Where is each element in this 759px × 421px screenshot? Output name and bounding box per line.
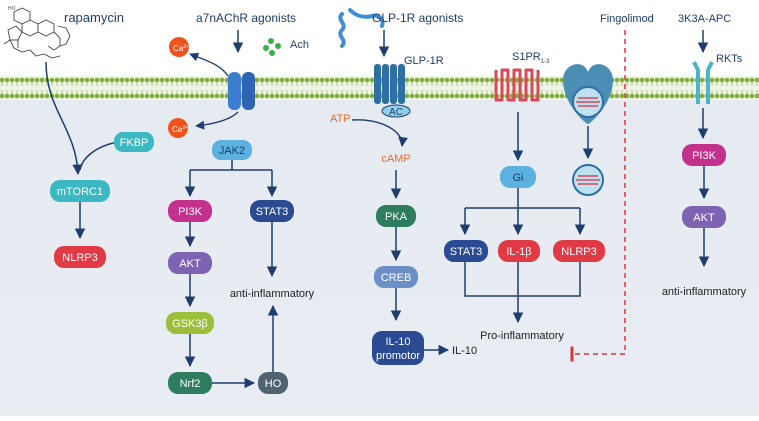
rapamycin-structure xyxy=(3,7,71,59)
cytokine-merge xyxy=(464,262,581,297)
ca-ion-bottom xyxy=(168,118,188,138)
ho-label: HO xyxy=(265,378,282,390)
akt-left-label: AKT xyxy=(179,258,201,270)
ac-label: AC xyxy=(389,107,403,118)
anti-inflammatory-left: anti-inflammatory xyxy=(230,288,315,300)
glp1r-receptor xyxy=(374,64,411,118)
stat3-left-label: STAT3 xyxy=(256,206,289,218)
ho-node xyxy=(258,372,288,394)
pka-node xyxy=(376,205,416,227)
jak2-node xyxy=(212,140,252,160)
internalized-vesicle-icon xyxy=(572,164,604,196)
nrf2-label: Nrf2 xyxy=(180,378,201,390)
stat3-left-node xyxy=(250,200,294,222)
il1b-node xyxy=(498,240,540,262)
pi3k-right-node xyxy=(682,144,726,166)
mtorc1-label: mTORC1 xyxy=(57,186,103,198)
fingolimod-inhibition xyxy=(570,30,626,362)
nlrp3-mid-node xyxy=(553,240,605,262)
pka-label: PKA xyxy=(385,211,408,223)
arrow-ca-in xyxy=(189,52,229,77)
il10-promotor-node xyxy=(372,331,424,365)
gsk3b-node xyxy=(166,312,214,334)
jak2-label: JAK2 xyxy=(219,145,245,157)
ach-molecules xyxy=(263,38,281,56)
s1pr-receptor xyxy=(494,68,540,102)
cytoplasm xyxy=(0,100,759,416)
atp-label: ATP xyxy=(330,113,351,125)
pro-inflammatory-label: Pro-inflammatory xyxy=(480,330,564,342)
mtorc1-node xyxy=(50,180,110,202)
il10-promotor-line1: IL-10 xyxy=(385,336,410,348)
arrow-ca-out xyxy=(195,111,239,130)
rapamycin-label: rapamycin xyxy=(64,10,124,25)
creb-node xyxy=(374,266,418,288)
arrow-rapamycin-mtorc1 xyxy=(45,61,83,176)
akt-left-node xyxy=(168,252,212,274)
rkts-label: RKTs xyxy=(716,53,743,65)
fingolimod-label: Fingolimod xyxy=(600,13,654,25)
nrf2-node xyxy=(168,372,212,394)
il10-output-label: IL-10 xyxy=(452,345,477,357)
il1b-label: IL-1β xyxy=(506,246,531,258)
gi-label: Gi xyxy=(513,172,524,184)
gsk3b-label: GSK3β xyxy=(172,318,208,330)
glp1r-label: GLP-1R xyxy=(404,55,444,67)
ca-bottom-label: Ca2+ xyxy=(172,125,188,134)
a7nachr-receptor xyxy=(228,72,255,110)
svg-text:HO: HO xyxy=(8,6,16,12)
pi3k-left-label: PI3K xyxy=(178,206,203,218)
rkts-receptor xyxy=(692,61,714,104)
nlrp3-left-node xyxy=(54,246,106,268)
il10-promotor-line2: promotor xyxy=(376,350,420,362)
ca-ion-top xyxy=(169,37,189,57)
creb-label: CREB xyxy=(381,272,412,284)
pi3k-right-label: PI3K xyxy=(692,150,717,162)
glp1-peptide-icon xyxy=(338,8,385,48)
extracellular-space xyxy=(0,0,759,76)
ca-top-label: Ca2+ xyxy=(173,44,189,53)
stat3-mid-label: STAT3 xyxy=(450,246,483,258)
gi-branch xyxy=(465,188,580,209)
endocytic-vesicle-icon xyxy=(563,64,613,124)
apc3k3a-label: 3K3A-APC xyxy=(678,13,731,25)
arrow-atp-camp xyxy=(351,119,408,147)
pi3k-left-node xyxy=(168,200,212,222)
fkbp-label: FKBP xyxy=(120,137,149,149)
s1pr-label: S1PR1-3 xyxy=(512,51,550,65)
stat3-mid-node xyxy=(444,240,488,262)
fkbp-node xyxy=(114,132,154,152)
anti-inflammatory-right: anti-inflammatory xyxy=(662,286,747,298)
ach-label: Ach xyxy=(290,39,309,51)
jak2-branch xyxy=(190,160,272,171)
akt-right-node xyxy=(682,206,726,228)
line-fkbp-mtorc1 xyxy=(79,141,119,171)
glp1r-agonists-label: GLP-1R agonists xyxy=(372,11,463,25)
a7nachr-label: a7nAChR agonists xyxy=(196,11,296,25)
gi-node xyxy=(500,166,536,188)
camp-label: cAMP xyxy=(381,153,410,165)
nlrp3-mid-label: NLRP3 xyxy=(561,246,596,258)
akt-right-label: AKT xyxy=(693,212,715,224)
nlrp3-left-label: NLRP3 xyxy=(62,252,97,264)
